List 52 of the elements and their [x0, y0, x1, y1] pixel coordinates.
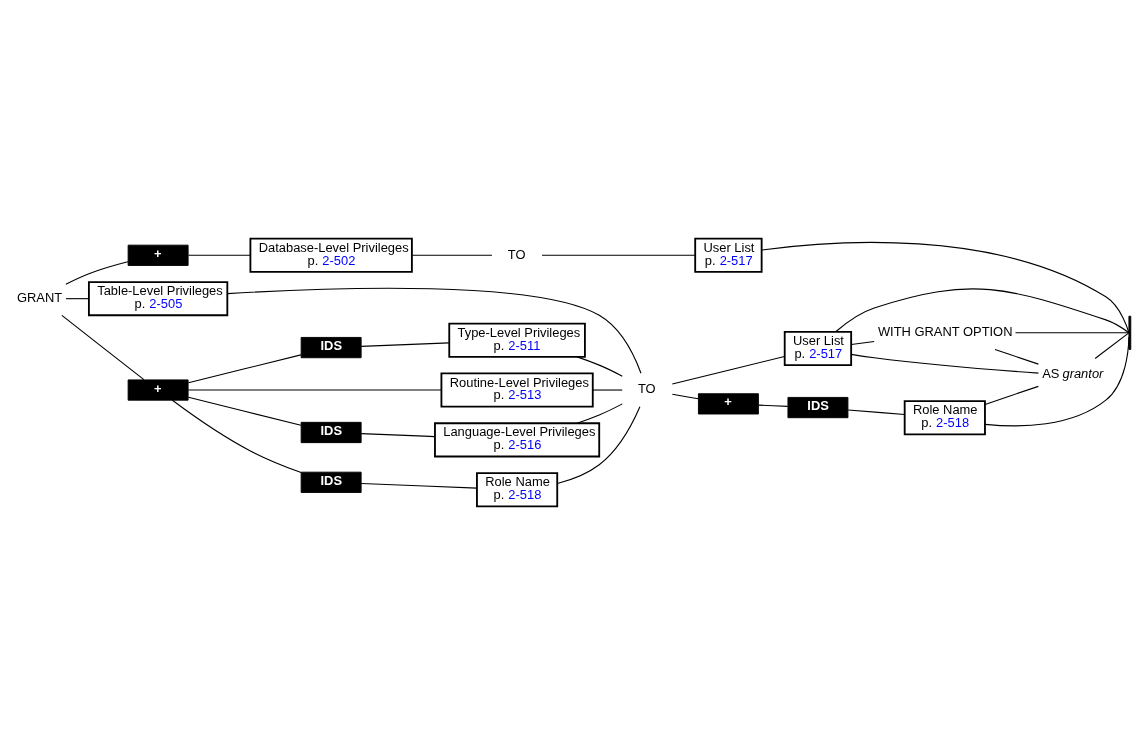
- connector: [227, 287, 642, 374]
- node-box: Role Name p. 2-518: [476, 471, 559, 507]
- node-text: GRANT: [16, 289, 63, 305]
- connector: [994, 348, 1039, 365]
- connector: [1094, 331, 1130, 359]
- connector: [61, 314, 145, 380]
- connector: [360, 341, 450, 347]
- node-box: +: [127, 244, 189, 266]
- node-box: IDS: [787, 396, 849, 418]
- connector: [171, 399, 302, 473]
- connector: [360, 432, 436, 437]
- connector: [671, 355, 785, 385]
- node-text: TO: [637, 380, 656, 396]
- connector: [761, 241, 1130, 333]
- node-box: User List p. 2-517: [694, 237, 763, 273]
- node-box: Routine-Level Privileges p. 2-513: [440, 372, 594, 408]
- connector: [984, 335, 1130, 426]
- node-text: WITH GRANT OPTION: [877, 323, 1013, 339]
- node-box: User List p. 2-517: [783, 330, 853, 366]
- connector: [1014, 331, 1130, 333]
- node-box: Type-Level Privileges p. 2-511: [448, 322, 586, 358]
- node-box: IDS: [300, 471, 362, 493]
- node-box: Role Name p. 2-518: [903, 399, 986, 435]
- connector: [671, 393, 699, 399]
- connector: [411, 254, 493, 256]
- node-box: +: [697, 392, 759, 414]
- node-bar: [1128, 315, 1132, 350]
- connector: [847, 408, 906, 415]
- node-box: Table-Level Privileges p. 2-505: [87, 280, 229, 316]
- connector: [984, 385, 1039, 405]
- node-text: AS grantor: [1042, 365, 1104, 381]
- node-box: Database-Level Privileges p. 2-502: [249, 237, 413, 273]
- node-text: TO: [507, 246, 526, 262]
- node-box: IDS: [300, 336, 362, 358]
- connector: [592, 388, 623, 391]
- connector: [187, 396, 302, 426]
- connector: [187, 388, 442, 391]
- connector: [541, 254, 696, 256]
- connector: [360, 482, 478, 489]
- connector: [187, 353, 302, 383]
- connector: [835, 287, 1130, 333]
- node-box: IDS: [300, 421, 362, 443]
- connector: [850, 353, 1039, 374]
- connector: [65, 260, 129, 285]
- connector: [850, 340, 875, 345]
- connector: [187, 254, 251, 256]
- node-box: +: [127, 378, 189, 401]
- connector: [65, 297, 90, 299]
- connector: [576, 355, 623, 377]
- connector: [556, 405, 641, 484]
- connector: [757, 404, 789, 407]
- node-box: Language-Level Privileges p. 2-516: [434, 421, 601, 457]
